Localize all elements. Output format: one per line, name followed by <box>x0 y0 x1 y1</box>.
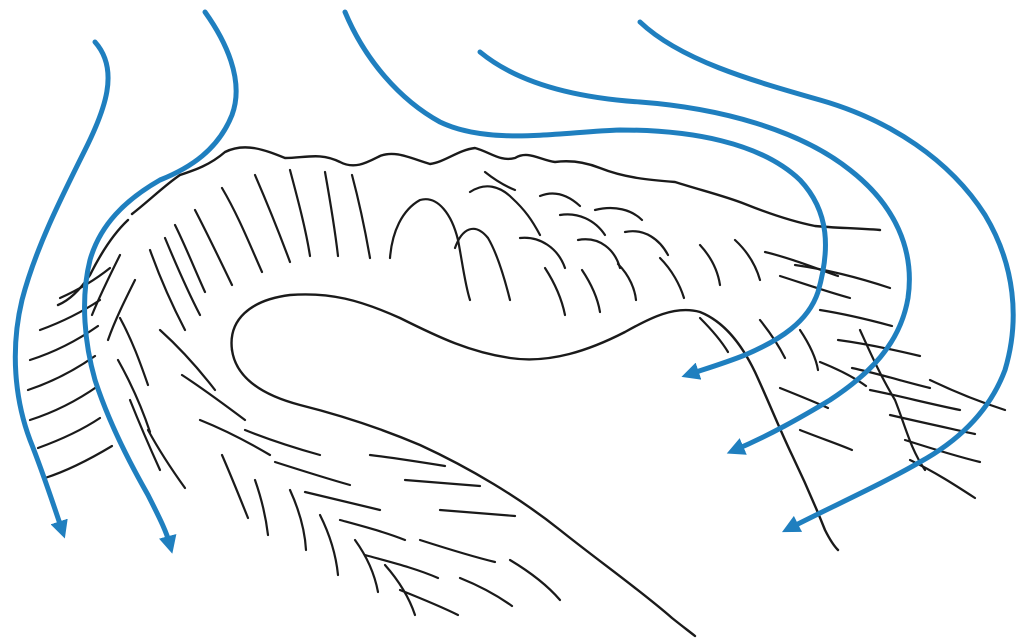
flow-arrows <box>15 12 1013 545</box>
flow-arrow-3 <box>345 12 825 374</box>
flow-arrow-4 <box>480 52 909 450</box>
rock-hatching <box>28 170 1005 615</box>
glacier-tongue <box>232 294 838 636</box>
flow-arrow-5 <box>640 22 1013 528</box>
